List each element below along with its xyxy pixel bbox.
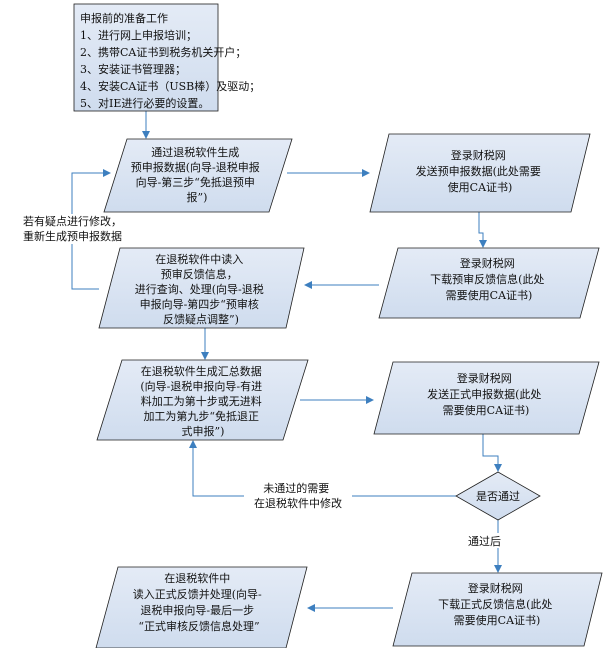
step-line: 进行查询、处理(向导-退税 xyxy=(135,282,264,296)
prep-box-text: 申报前的准备工作 1、进行网上申报培训； 2、携带CA证书到税务机关开户； 3、… xyxy=(80,11,264,110)
step-line: 向导-第三步“免抵退预申 xyxy=(136,175,255,189)
step-line: (向导-退税申报向导-有进 xyxy=(140,379,262,393)
step-generate-summary: 在退税软件生成汇总数据 (向导-退税申报向导-有进 料加工为第十步或无进料 加工… xyxy=(96,359,309,441)
arrowhead xyxy=(494,565,502,573)
decision-passed: 是否通过 xyxy=(455,471,541,521)
step-line: 需要使用CA证书) xyxy=(454,614,541,627)
note-fix-suspect-points: 若有疑点进行修改， 重新生成预申报数据 xyxy=(20,214,132,244)
step-line: 使用CA证书) xyxy=(448,181,513,194)
svg-text:登录财税网 下载预审反馈信息(此处: 登录财税网 下载预审反馈信息(此处 需要使用CA证书) xyxy=(430,256,548,302)
svg-text:若有疑点进行修改， 重新生成预申报数据: 若有疑点进行修改， 重新生成预申报数据 xyxy=(23,214,126,243)
arrowhead xyxy=(189,440,197,448)
svg-text:登录财税网 下载正式反馈信息(此处: 登录财税网 下载正式反馈信息(此处 需要使用CA证书) xyxy=(438,581,556,627)
prep-line: 4、安装CA证书（USB棒）及驱动； xyxy=(80,79,260,93)
step-read-formal-feedback: 在退税软件中 读入正式反馈并处理(向导- 退税申报向导-最后一步 “正式审核反馈… xyxy=(95,566,308,648)
arrowhead xyxy=(494,464,502,472)
step-line: 退税申报向导-最后一步 xyxy=(140,603,254,617)
step-line: 反馈疑点调整”) xyxy=(163,312,239,326)
step-line: 读入正式反馈并处理(向导- xyxy=(133,587,262,601)
step-send-formal-declaration: 登录财税网 发送正式申报数据(此处 需要使用CA证书) xyxy=(373,361,600,435)
arrow-decision-fail-to-step3 xyxy=(192,447,456,497)
prep-line: 1、进行网上申报培训； xyxy=(80,28,197,42)
step-line: 下载预审反馈信息(此处 xyxy=(430,272,544,286)
step-line: 预审反馈信息， xyxy=(161,267,238,281)
arrow-send-formal-to-decision xyxy=(482,434,499,465)
note-passed: 通过后 xyxy=(466,533,508,548)
step-line: 登录财税网 xyxy=(457,371,512,385)
step-line: 需要使用CA证书) xyxy=(446,289,533,302)
step-line: “正式审核反馈信息处理” xyxy=(138,619,259,633)
note-line: 在退税软件中修改 xyxy=(254,496,342,510)
step-line: 预申报数据(向导-退税申报 xyxy=(131,160,260,174)
decision-label: 是否通过 xyxy=(476,490,520,503)
step-line: 报”) xyxy=(187,190,208,204)
arrow-send-pre-to-download-pre xyxy=(478,212,484,241)
arrowhead xyxy=(366,396,374,404)
step-line: 登录财税网 xyxy=(460,256,515,270)
step-send-pre-declaration: 登录财税网 发送预申报数据(此处需要 使用CA证书) xyxy=(369,133,591,213)
prep-box: 申报前的准备工作 1、进行网上申报培训； 2、携带CA证书到税务机关开户； 3、… xyxy=(73,3,264,112)
step-line: 在退税软件生成汇总数据 xyxy=(141,364,262,378)
connectors xyxy=(71,111,502,612)
svg-text:在退税软件生成汇总数据 (向导-退税申报向导-有: 在退税软件生成汇总数据 (向导-退税申报向导-有进 料加工为第十步或无进料 加工… xyxy=(140,364,265,438)
arrowhead xyxy=(201,352,209,360)
step-line: 下载正式反馈信息(此处 xyxy=(438,597,552,611)
step-generate-pre-declaration: 通过退税软件生成 预申报数据(向导-退税申报 向导-第三步“免抵退预申 报”) xyxy=(103,138,293,213)
step-line: 登录财税网 xyxy=(451,148,506,162)
arrowhead xyxy=(103,169,111,177)
svg-text:通过退税软件生成 预申报数据(向导-退税申报: 通过退税软件生成 预申报数据(向导-退税申报 向导-第三步“免抵退预申 报”) xyxy=(131,145,264,204)
step-line: 在退税软件中 xyxy=(164,571,230,585)
svg-text:登录财税网 发送预申报数据(此处需要: 登录财税网 发送预申报数据(此处需要 使用CA证书) xyxy=(416,148,545,194)
arrowhead xyxy=(142,131,150,139)
step-read-pre-review: 在退税软件中读入 预审反馈信息， 进行查询、处理(向导-退税 申报向导-第四步“… xyxy=(98,247,305,329)
note-passed-label: 通过后 xyxy=(468,535,501,548)
note-line: 重新生成预申报数据 xyxy=(23,229,122,243)
arrowhead xyxy=(304,281,312,289)
step-line: 需要使用CA证书) xyxy=(443,404,530,417)
step-line: 加工为第九步“免抵退正 xyxy=(143,409,259,423)
svg-text:登录财税网 发送正式申报数据(此处: 登录财税网 发送正式申报数据(此处 需要使用CA证书) xyxy=(427,371,545,417)
step-line: 申报向导-第四步“预审核 xyxy=(140,297,259,311)
svg-text:在退税软件中读入 预审反馈信息， 进: 在退税软件中读入 预审反馈信息， 进行查询、处理(向导-退税 申报向导-第四步“… xyxy=(135,252,268,326)
note-line: 若有疑点进行修改， xyxy=(23,214,122,228)
note-not-passed: 未通过的需要 在退税软件中修改 xyxy=(244,481,352,512)
step-line: 通过退税软件生成 xyxy=(151,145,239,159)
svg-text:在退税软件中 读入正式反馈并处理(向导-: 在退税软件中 读入正式反馈并处理(向导- 退税申报向导-最后一步 “正式审核反馈… xyxy=(133,571,266,633)
step-line: 发送预申报数据(此处需要 xyxy=(416,164,541,178)
prep-line: 2、携带CA证书到税务机关开户； xyxy=(80,45,246,59)
step-line: 式申报”) xyxy=(182,424,225,438)
arrowhead xyxy=(479,240,487,248)
svg-text:未通过的需要 在退税软件中修改: 未通过的需要 在退税软件中修改 xyxy=(254,481,342,510)
prep-line: 申报前的准备工作 xyxy=(80,11,168,25)
step-line: 发送正式申报数据(此处 xyxy=(427,387,541,401)
arrowhead xyxy=(362,169,370,177)
step-download-formal-feedback: 登录财税网 下载正式反馈信息(此处 需要使用CA证书) xyxy=(392,572,603,647)
step-line: 登录财税网 xyxy=(468,581,523,595)
prep-line: 5、对IE进行必要的设置。 xyxy=(80,96,209,110)
step-line: 料加工为第十步或无进料 xyxy=(141,394,262,408)
step-line: 在退税软件中读入 xyxy=(155,252,243,266)
note-line: 未通过的需要 xyxy=(263,481,329,495)
arrowhead xyxy=(307,604,315,612)
step-download-pre-review: 登录财税网 下载预审反馈信息(此处 需要使用CA证书) xyxy=(378,247,600,319)
prep-line: 3、安装证书管理器； xyxy=(80,62,186,76)
